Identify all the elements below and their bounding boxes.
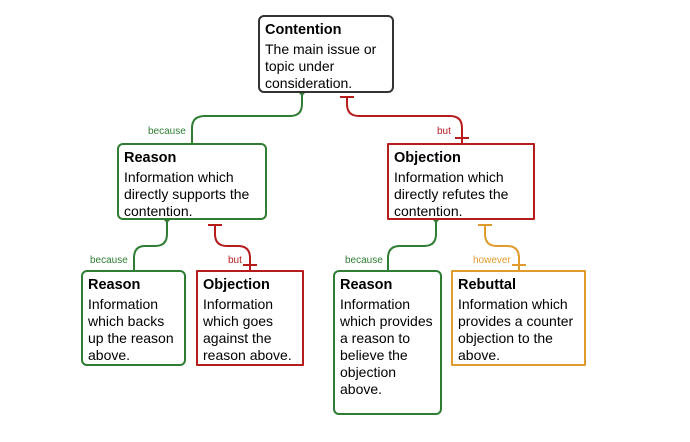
reason-description: Information which directly supports the … bbox=[124, 169, 250, 219]
contention-title: Contention bbox=[265, 22, 342, 38]
connector-because-1 bbox=[191, 92, 303, 143]
connector-but-1 bbox=[346, 97, 463, 143]
rebuttal-description: Information which provides a counter obj… bbox=[458, 296, 574, 363]
rebuttal-node: Rebuttal Information which provides a co… bbox=[451, 270, 586, 366]
link-label-because: because bbox=[90, 255, 128, 266]
objection-description: Information which directly refutes the c… bbox=[394, 169, 509, 219]
reason-description: Information which provides a reason to b… bbox=[340, 296, 433, 397]
reason-title: Reason bbox=[340, 277, 393, 293]
contention-node: Contention The main issue or topic under… bbox=[258, 15, 394, 93]
link-label-but: but bbox=[228, 255, 242, 266]
objection-description: Information which goes against the reaso… bbox=[203, 296, 292, 363]
contention-description: The main issue or topic under considerat… bbox=[265, 41, 377, 91]
connector-however bbox=[484, 225, 520, 270]
objection-title: Objection bbox=[394, 150, 461, 166]
reason-description: Information which backs up the reason ab… bbox=[88, 296, 174, 363]
reason-title: Reason bbox=[88, 277, 141, 293]
rebuttal-title: Rebuttal bbox=[458, 277, 516, 293]
objection-title: Objection bbox=[203, 277, 270, 293]
connector-because-3 bbox=[387, 219, 437, 270]
reason-node: Reason Information which backs up the re… bbox=[81, 270, 186, 366]
link-label-but: but bbox=[437, 126, 451, 137]
link-label-however: however bbox=[473, 255, 511, 266]
connector-but-2 bbox=[214, 225, 251, 270]
reason-title: Reason bbox=[124, 150, 177, 166]
objection-node: Objection Information which goes against… bbox=[196, 270, 304, 366]
link-label-because: because bbox=[148, 126, 186, 137]
connector-because-2 bbox=[133, 219, 168, 270]
link-label-because: because bbox=[345, 255, 383, 266]
reason-node: Reason Information which provides a reas… bbox=[333, 270, 442, 415]
objection-node: Objection Information which directly ref… bbox=[387, 143, 535, 220]
reason-node: Reason Information which directly suppor… bbox=[117, 143, 267, 220]
